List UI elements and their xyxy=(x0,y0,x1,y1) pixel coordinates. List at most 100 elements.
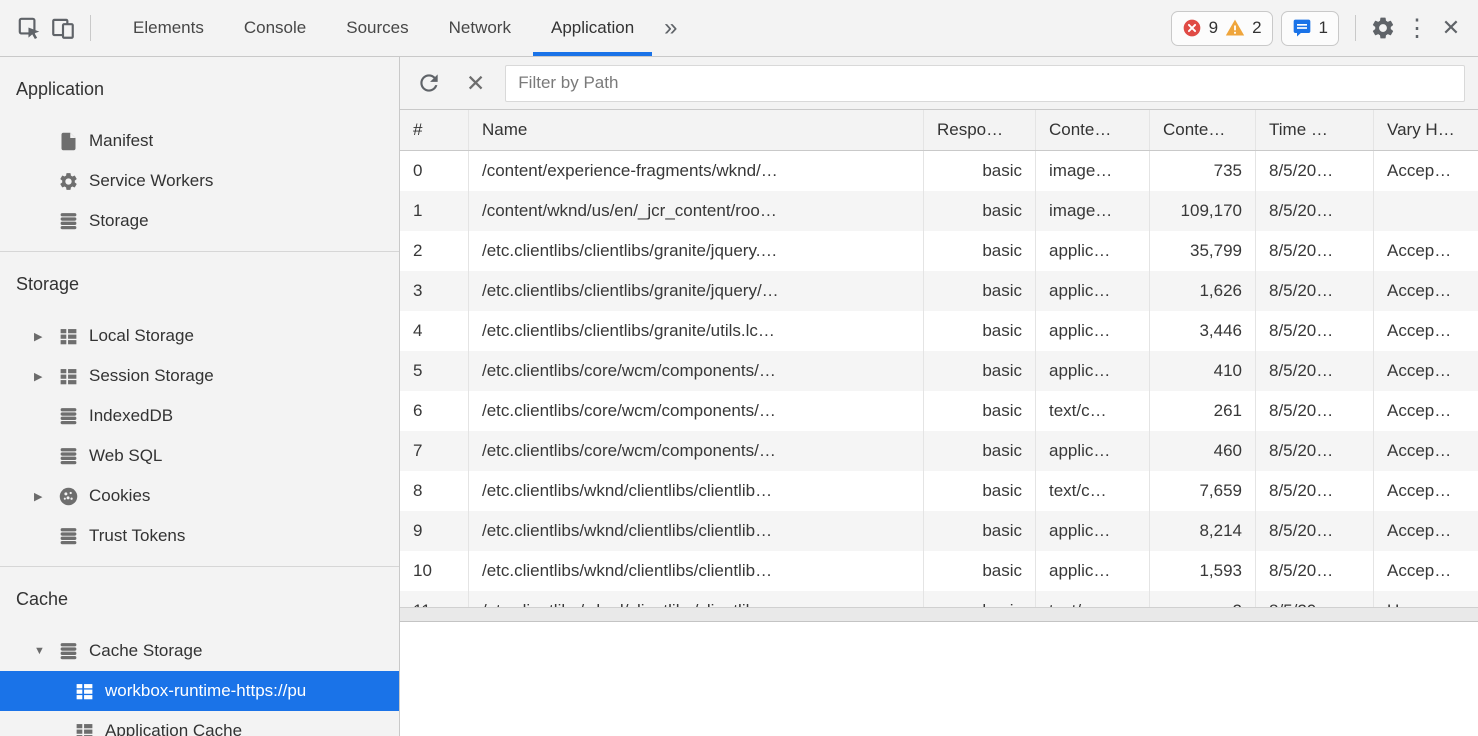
refresh-icon xyxy=(416,70,442,96)
settings-button[interactable] xyxy=(1366,11,1400,45)
message-count: 1 xyxy=(1318,18,1328,37)
cell-content-length: 261 xyxy=(1149,391,1255,431)
sidebar-item-storage[interactable]: Storage xyxy=(0,201,399,241)
table-row[interactable]: 1 /content/wknd/us/en/_jcr_content/roo… … xyxy=(400,191,1478,231)
cell-vary-header xyxy=(1373,191,1478,231)
cell-response-type: basic xyxy=(923,591,1035,607)
cell-name: /etc.clientlibs/clientlibs/granite/jquer… xyxy=(468,271,923,311)
panel-tabs: Elements Console Sources Network Applica… xyxy=(113,0,654,56)
table-icon xyxy=(58,326,79,347)
cell-time-cached: 8/5/20… xyxy=(1255,351,1373,391)
tab-sources[interactable]: Sources xyxy=(346,18,409,37)
column-header-name[interactable]: Name xyxy=(468,110,923,150)
tab-network[interactable]: Network xyxy=(448,18,511,37)
inspect-element-button[interactable] xyxy=(12,11,46,45)
sidebar-item-cache-storage[interactable]: ▼ Cache Storage xyxy=(0,631,399,671)
column-header-time-cached[interactable]: Time … xyxy=(1255,110,1373,150)
clear-x-icon: ✕ xyxy=(466,69,486,96)
sidebar-item-label: IndexedDB xyxy=(89,406,174,425)
chevron-right-icon[interactable]: ▶ xyxy=(34,490,43,503)
cell-time-cached: 8/5/20… xyxy=(1255,271,1373,311)
cell-index: 3 xyxy=(413,281,423,300)
column-header-content-length[interactable]: Conte… xyxy=(1149,110,1255,150)
cell-name: /etc.clientlibs/wknd/clientlibs/clientli… xyxy=(468,591,923,607)
sidebar-item-manifest[interactable]: Manifest xyxy=(0,121,399,161)
sidebar-item-label: Cookies xyxy=(89,486,151,505)
sidebar-item-service-workers[interactable]: Service Workers xyxy=(0,161,399,201)
table-row[interactable]: 4 /etc.clientlibs/clientlibs/granite/uti… xyxy=(400,311,1478,351)
cell-response-type: basic xyxy=(923,471,1035,511)
sidebar-item-indexeddb[interactable]: IndexedDB xyxy=(0,396,399,436)
kebab-menu-icon: ⋮ xyxy=(1405,14,1429,42)
console-issues-badge[interactable]: 9 2 xyxy=(1170,10,1273,46)
cell-content-type: text/c… xyxy=(1035,591,1149,607)
table-icon xyxy=(74,721,95,736)
table-row[interactable]: 2 /etc.clientlibs/clientlibs/granite/jqu… xyxy=(400,231,1478,271)
more-options-button[interactable]: ⋮ xyxy=(1400,11,1434,45)
close-devtools-button[interactable]: ✕ xyxy=(1434,11,1468,45)
table-row[interactable]: 8 /etc.clientlibs/wknd/clientlibs/client… xyxy=(400,471,1478,511)
column-header-index[interactable]: # xyxy=(413,120,423,139)
cell-content-length: 410 xyxy=(1149,351,1255,391)
cell-vary-header: Accep… xyxy=(1373,151,1478,191)
sidebar-item-cookies[interactable]: ▶ Cookies xyxy=(0,476,399,516)
chevron-down-icon[interactable]: ▼ xyxy=(34,645,45,657)
table-row[interactable]: 5 /etc.clientlibs/core/wcm/components/… … xyxy=(400,351,1478,391)
cell-vary-header: Accep… xyxy=(1373,391,1478,431)
cell-content-length: 35,799 xyxy=(1149,231,1255,271)
table-header-row: # Name Respo… Conte… Conte… Time … Vary … xyxy=(400,110,1478,151)
table-row[interactable]: 6 /etc.clientlibs/core/wcm/components/… … xyxy=(400,391,1478,431)
cell-content-type: image… xyxy=(1035,151,1149,191)
sidebar-item-workbox-runtime-cache[interactable]: workbox-runtime-https://pu xyxy=(0,671,399,711)
cell-time-cached: 8/5/20… xyxy=(1255,311,1373,351)
database-icon xyxy=(58,446,79,467)
devtools-toolbar: Elements Console Sources Network Applica… xyxy=(0,0,1478,57)
cell-vary-header: Accep… xyxy=(1373,351,1478,391)
column-header-response-type[interactable]: Respo… xyxy=(923,110,1035,150)
cell-content-length: 1,593 xyxy=(1149,551,1255,591)
table-row[interactable]: 11 /etc.clientlibs/wknd/clientlibs/clien… xyxy=(400,591,1478,607)
cell-time-cached: 8/5/20… xyxy=(1255,431,1373,471)
toolbar-divider xyxy=(1355,15,1356,41)
tab-application[interactable]: Application xyxy=(531,0,654,56)
cell-index: 11 xyxy=(400,591,468,607)
section-title-application: Application xyxy=(16,78,105,99)
refresh-button[interactable] xyxy=(416,70,442,96)
sidebar-item-label: Manifest xyxy=(89,131,154,150)
cell-index: 7 xyxy=(413,441,423,460)
sidebar-item-session-storage[interactable]: ▶ Session Storage xyxy=(0,356,399,396)
issues-message-badge[interactable]: 1 xyxy=(1280,10,1339,46)
cell-content-type: applic… xyxy=(1035,351,1149,391)
more-tabs-chevron-icon[interactable]: » xyxy=(664,14,678,41)
horizontal-scrollbar[interactable] xyxy=(400,607,1478,622)
sidebar-item-local-storage[interactable]: ▶ Local Storage xyxy=(0,316,399,356)
delete-selected-button[interactable]: ✕ xyxy=(466,70,485,97)
table-row[interactable]: 7 /etc.clientlibs/core/wcm/components/… … xyxy=(400,431,1478,471)
cell-content-type: applic… xyxy=(1035,311,1149,351)
cell-time-cached: 8/5/20… xyxy=(1255,391,1373,431)
cell-name: /etc.clientlibs/core/wcm/components/… xyxy=(468,391,923,431)
table-row[interactable]: 9 /etc.clientlibs/wknd/clientlibs/client… xyxy=(400,511,1478,551)
chevron-right-icon[interactable]: ▶ xyxy=(34,370,43,383)
cell-content-length: 2 xyxy=(1149,591,1255,607)
tab-console[interactable]: Console xyxy=(243,18,307,37)
cell-index: 0 xyxy=(413,161,423,180)
cell-time-cached: 8/5/20… xyxy=(1255,471,1373,511)
toggle-device-toolbar-button[interactable] xyxy=(46,11,80,45)
application-sidebar: Application Manifest Service Workers Sto… xyxy=(0,57,400,736)
sidebar-item-web-sql[interactable]: Web SQL xyxy=(0,436,399,476)
cache-entries-table: 0 /content/experience-fragments/wknd/… b… xyxy=(400,151,1478,607)
filter-by-path-input[interactable] xyxy=(505,64,1465,102)
table-row[interactable]: 0 /content/experience-fragments/wknd/… b… xyxy=(400,151,1478,191)
table-row[interactable]: 3 /etc.clientlibs/clientlibs/granite/jqu… xyxy=(400,271,1478,311)
sidebar-item-application-cache[interactable]: Application Cache xyxy=(0,711,399,736)
sidebar-item-label: Trust Tokens xyxy=(89,526,186,545)
table-row[interactable]: 10 /etc.clientlibs/wknd/clientlibs/clien… xyxy=(400,551,1478,591)
sidebar-item-trust-tokens[interactable]: Trust Tokens xyxy=(0,516,399,556)
tab-elements[interactable]: Elements xyxy=(133,18,204,37)
cell-vary-header: Accep… xyxy=(1373,231,1478,271)
cell-vary-header: U… xyxy=(1373,591,1478,607)
column-header-vary-header[interactable]: Vary H… xyxy=(1373,110,1478,150)
chevron-right-icon[interactable]: ▶ xyxy=(34,330,43,343)
column-header-content-type[interactable]: Conte… xyxy=(1035,110,1149,150)
